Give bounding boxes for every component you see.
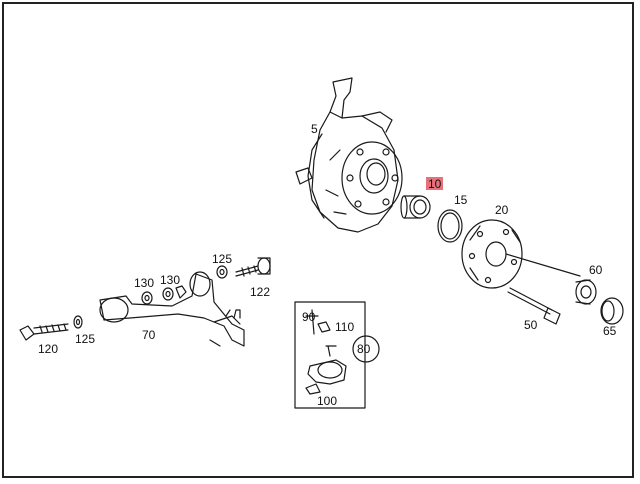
label-part-20[interactable]: 20 [495, 203, 509, 217]
eccentric-screw-part[interactable] [235, 257, 271, 277]
washer-left-part[interactable] [73, 315, 83, 329]
label-part-90[interactable]: 90 [302, 310, 316, 324]
diagram-frame [2, 2, 634, 478]
wheel-bearing-part[interactable] [400, 195, 431, 219]
label-part-15[interactable]: 15 [454, 193, 468, 207]
arm-bolt-part[interactable] [19, 323, 69, 341]
label-part-80[interactable]: 80 [357, 342, 371, 356]
label-part-60[interactable]: 60 [589, 263, 603, 277]
label-part-10[interactable]: 10 [428, 177, 442, 191]
grease-cap-part[interactable] [600, 297, 624, 325]
circlip-part[interactable] [437, 209, 463, 243]
ball-joint-kit-box [294, 301, 366, 409]
washer-right-part[interactable] [216, 265, 228, 279]
label-part-110[interactable]: 110 [335, 320, 354, 334]
label-part-5[interactable]: 5 [311, 122, 318, 136]
label-part-100[interactable]: 100 [317, 394, 337, 408]
highlight-marker [426, 177, 443, 190]
label-part-70[interactable]: 70 [142, 328, 156, 342]
label-part-65[interactable]: 65 [603, 324, 617, 338]
control-arm-part[interactable] [99, 271, 245, 347]
label-part-122[interactable]: 122 [250, 285, 270, 299]
label-part-125-left[interactable]: 125 [75, 332, 95, 346]
hub-bolt-part[interactable] [507, 287, 561, 325]
hub-nut-part[interactable] [575, 279, 597, 305]
label-part-130-left[interactable]: 130 [134, 276, 154, 290]
label-part-120[interactable]: 120 [38, 342, 58, 356]
washer-130-right-part[interactable] [162, 285, 187, 301]
steering-knuckle-part[interactable] [295, 77, 403, 233]
label-part-125-right[interactable]: 125 [212, 252, 232, 266]
wheel-hub-part[interactable] [461, 219, 581, 289]
label-part-50[interactable]: 50 [524, 318, 538, 332]
ball-joint-part[interactable] [305, 309, 380, 395]
label-part-130-right[interactable]: 130 [160, 273, 180, 287]
washer-130-left-part[interactable] [141, 291, 153, 305]
